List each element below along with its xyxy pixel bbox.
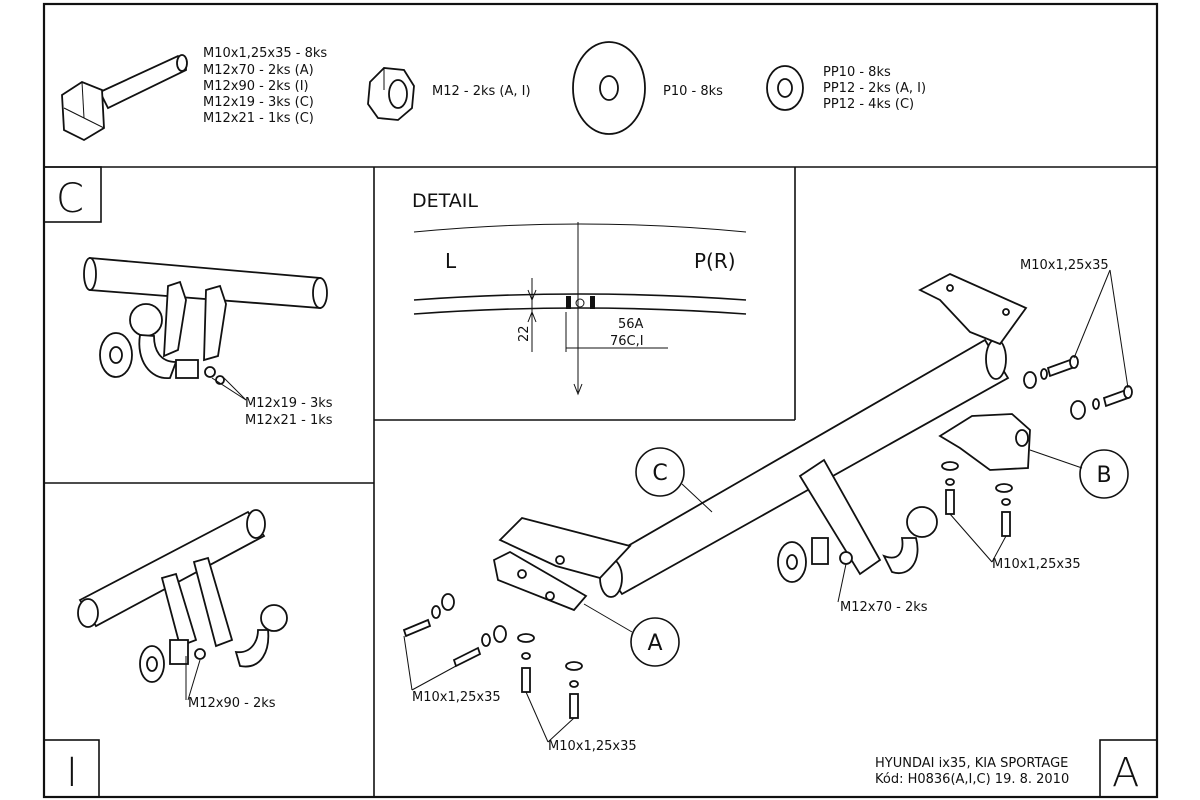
detail-title: DETAIL — [412, 190, 478, 212]
parts-list: M10x1,25x35 - 8ks M12x70 - 2ks (A) M12x9… — [61, 41, 926, 142]
title-line-2: Kód: H0836(A,I,C) 19. 8. 2010 — [875, 772, 1069, 787]
panel-c-drawing — [83, 257, 328, 401]
bubble-c-label: C — [652, 461, 667, 486]
detail-left-label: L — [445, 249, 457, 273]
title-line-1: HYUNDAI ix35, KIA SPORTAGE — [875, 756, 1068, 771]
detail-dim-56a: 56A — [618, 317, 644, 332]
bolt-label-right-bottom: M10x1,25x35 — [992, 557, 1081, 572]
spring-washer-icon — [766, 65, 804, 111]
ball-bolt-label: M12x70 - 2ks — [840, 600, 928, 615]
spring-washer-line: PP12 - 2ks (A, I) — [823, 81, 926, 96]
spring-washer-line: PP12 - 4ks (C) — [823, 97, 914, 112]
bubble-a-label: A — [647, 631, 662, 656]
bolt-icon — [941, 461, 959, 515]
bolt-line: M12x90 - 2ks (I) — [203, 79, 309, 94]
bolt-line: M12x21 - 1ks (C) — [203, 111, 314, 126]
bolt-icon — [1070, 385, 1133, 420]
detail-right-label: P(R) — [694, 249, 736, 273]
bolt-line: M10x1,25x35 - 8ks — [203, 46, 327, 61]
bolt-icon — [517, 633, 535, 693]
bolt-icon — [565, 661, 583, 719]
detail-dim-22: 22 — [517, 325, 532, 342]
panel-i-drawing — [77, 509, 288, 701]
nut-icon — [367, 67, 415, 121]
bubble-b-label: B — [1096, 463, 1111, 488]
spring-washer-line: PP10 - 8ks — [823, 65, 891, 80]
bolt-line: M12x70 - 2ks (A) — [203, 63, 314, 78]
bolt-label-left: M10x1,25x35 — [412, 690, 501, 705]
bolt-icon — [1023, 355, 1079, 389]
callout-bubble-a — [630, 617, 680, 667]
sheet-frame — [42, 2, 1159, 799]
panel-i-letter: I — [66, 750, 78, 796]
bolt-label-bottom: M10x1,25x35 — [548, 739, 637, 754]
callout-bubble-c — [635, 447, 685, 497]
nut-label: M12 - 2ks (A, I) — [432, 84, 531, 99]
panel-c-callout: M12x21 - 1ks — [245, 413, 333, 428]
callout-bubble-b — [1079, 449, 1129, 499]
panel-i-callout: M12x90 - 2ks — [188, 696, 276, 711]
bolt-label-top-right: M10x1,25x35 — [1020, 258, 1109, 273]
bolt-icon — [452, 625, 507, 668]
bolt-icon — [995, 483, 1013, 537]
washer-label: P10 - 8ks — [663, 84, 723, 99]
bolt-icon — [402, 593, 455, 638]
washer-icon — [572, 41, 646, 135]
bolt-line: M12x19 - 3ks (C) — [203, 95, 314, 110]
bolt-icon — [61, 54, 188, 142]
detail-drawing — [413, 222, 747, 396]
panel-c-callout: M12x19 - 3ks — [245, 396, 333, 411]
corner-letter: A — [1112, 750, 1139, 796]
panel-c-letter: C — [56, 176, 84, 222]
detail-dim-76ci: 76C,I — [610, 334, 644, 349]
main-assembly-drawing — [402, 269, 1133, 743]
